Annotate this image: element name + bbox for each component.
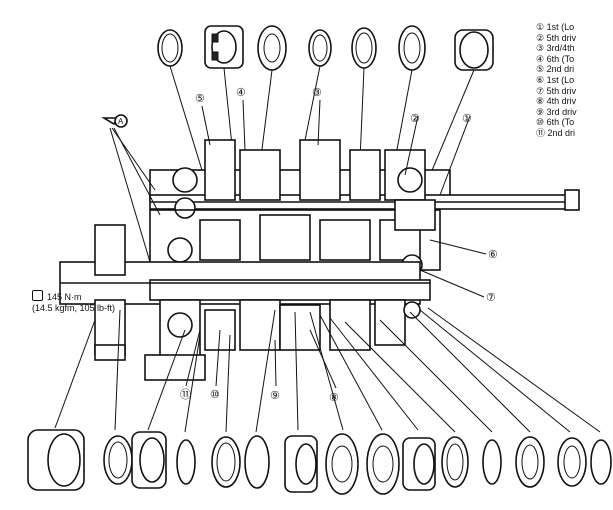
bottom-ring-1 xyxy=(103,435,133,485)
legend-item-7: ⑦ 5th driv xyxy=(536,85,577,96)
bottom-bushing-2 xyxy=(557,437,587,487)
callout-7: ⑦ xyxy=(486,292,496,304)
torque-wrench-icon xyxy=(32,290,43,301)
torque-detail: (14.5 kgfm, 105 lb-ft) xyxy=(32,303,116,313)
legend: ① 1st (Lo ② 5th driv ③ 3rd/4th ④ 6th (To… xyxy=(536,22,613,139)
callout-6: ⑥ xyxy=(488,249,498,261)
legend-item-5: ⑤ 2nd dri xyxy=(536,64,575,75)
bottom-gear-2 xyxy=(244,435,270,489)
legend-item-2: ② 5th driv xyxy=(536,32,577,43)
bottom-hub-1 xyxy=(325,433,359,495)
legend-item-10: ⑩ 6th (To xyxy=(536,117,575,128)
bottom-bushing xyxy=(27,429,85,491)
legend-item-3: ③ 3rd/4th xyxy=(536,43,575,54)
top-gear-1 xyxy=(204,25,244,69)
top-leaders xyxy=(169,65,475,181)
bottom-leaders xyxy=(54,307,601,433)
upper-shaft-assembly xyxy=(149,139,580,219)
top-bushing xyxy=(454,29,494,71)
legend-item-9: ⑨ 3rd driv xyxy=(536,106,577,117)
callout-4: ④ xyxy=(236,87,246,99)
lube-symbol-letter: A xyxy=(118,117,124,126)
bottom-ring-3 xyxy=(211,436,241,488)
bottom-sleeve xyxy=(284,435,318,493)
callout-1: ① xyxy=(462,113,472,125)
callout-11: ⑪ xyxy=(180,388,191,401)
callout-3: ③ xyxy=(312,87,322,99)
bottom-ring-4 xyxy=(441,436,469,488)
legend-item-8: ⑧ 4th driv xyxy=(536,96,577,107)
case-body xyxy=(149,199,441,276)
torque-value: 145 N·m xyxy=(47,292,82,302)
callout-labels: ① ② ③ ④ ⑤ ⑥ ⑦ ⑧ ⑨ ⑩ ⑪ xyxy=(180,87,498,404)
callout-5: ⑤ xyxy=(195,93,205,105)
callout-2: ② xyxy=(410,113,420,125)
callout-10: ⑩ xyxy=(210,389,220,401)
lube-symbol: A xyxy=(101,114,161,263)
torque-spec: 145 N·m (14.5 kgfm, 105 lb-ft) xyxy=(32,290,115,314)
bottom-hub-2 xyxy=(366,433,400,495)
legend-item-4: ④ 6th (To xyxy=(536,53,575,64)
torque-value-row: 145 N·m xyxy=(32,290,115,303)
bottom-gear-4 xyxy=(515,436,545,488)
legend-item-11: ⑪ 2nd dri xyxy=(536,127,576,138)
legend-item-1: ① 1st (Lo xyxy=(536,22,575,32)
callout-8: ⑧ xyxy=(329,392,339,404)
bottom-gear-1 xyxy=(131,431,167,489)
callout-9: ⑨ xyxy=(270,390,280,402)
bottom-ring-2 xyxy=(176,439,196,485)
top-circlip-2 xyxy=(257,25,287,71)
bottom-ring-6 xyxy=(590,439,612,485)
bottom-parts-row xyxy=(27,429,612,495)
top-parts-row xyxy=(157,25,494,71)
lower-shaft-assembly xyxy=(59,224,431,381)
bottom-gear-3 xyxy=(402,437,436,491)
legend-item-6: ⑥ 1st (Lo xyxy=(536,74,575,85)
bottom-ring-5 xyxy=(482,439,502,485)
